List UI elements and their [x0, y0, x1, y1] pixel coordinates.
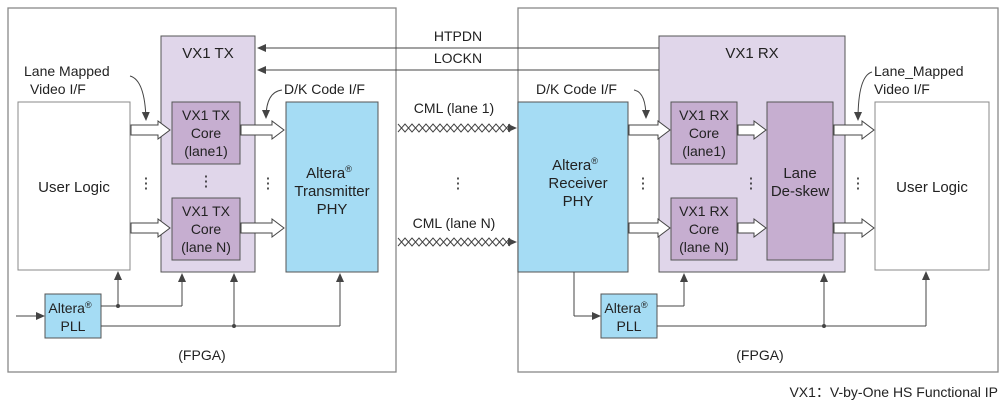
rx-deskew-to-user1-arrow: [833, 120, 875, 140]
lane-deskew-block: [766, 101, 834, 261]
altera-receiver-phy: [517, 101, 629, 273]
right-fpga-label: (FPGA): [736, 347, 783, 363]
cml-laneN-diff-pair: [397, 237, 517, 247]
left-junction-1: [116, 304, 120, 308]
tx-core1-line2: Core: [191, 125, 222, 141]
tx-core1-to-phy-arrow: [240, 120, 285, 140]
tx-core1-line1: VX1 TX: [182, 107, 231, 123]
right-clock-lines: [573, 271, 930, 327]
tx-phy-dots: ⋮: [261, 175, 276, 192]
rx-coreN-line1: VX1 RX: [679, 203, 729, 219]
left-user-logic-block: [17, 101, 131, 271]
footnote: VX1：V-by-One HS Functional IP: [789, 384, 998, 400]
rx-coreN-line3: (lane N): [679, 239, 729, 255]
left-pll-line1: Altera®: [48, 300, 92, 316]
deskew-line2: De-skew: [771, 183, 830, 200]
tx-dk-pointer: [262, 89, 283, 119]
tx-coreN-line3: (lane N): [181, 239, 231, 255]
rx-core1-line2: Core: [689, 125, 720, 141]
vx1-tx-core-laneN: [171, 197, 241, 261]
vx1-rx-core-lane1: [670, 101, 738, 165]
right-lane-mapped-label-1: Lane_Mapped: [874, 63, 964, 79]
rx-core1-line1: VX1 RX: [679, 107, 729, 123]
tx-phy-line3: PHY: [317, 201, 348, 218]
rx-phy-to-coreN-arrow: [628, 218, 671, 238]
rx-phy-line3: PHY: [563, 193, 594, 210]
rx-phy-to-core1-arrow: [628, 120, 671, 140]
left-user-to-coreN-arrow: [130, 218, 171, 238]
rx-phy-line1: Altera®: [552, 156, 598, 174]
rx-phy-dots: ⋮: [636, 175, 651, 192]
left-user-dots: ⋮: [139, 175, 154, 192]
vx1-rx-title: VX1 RX: [725, 45, 778, 62]
altera-transmitter-phy: [285, 101, 379, 273]
left-lane-mapped-label-1: Lane Mapped: [24, 63, 110, 79]
tx-core-dots: ⋮: [199, 173, 214, 190]
right-junction-1: [822, 324, 826, 328]
right-user-logic-label: User Logic: [896, 179, 968, 196]
tx-coreN-line1: VX1 TX: [182, 203, 231, 219]
vx1-rx-core-laneN: [670, 197, 738, 261]
left-lane-mapped-label-2: Video I/F: [30, 81, 86, 97]
tx-phy-line2: Transmitter: [294, 183, 369, 200]
rx-coreN-to-deskew-arrow: [737, 218, 767, 238]
rx-dk-code-label: D/K Code I/F: [536, 81, 617, 97]
right-lane-mapped-label-2: Video I/F: [874, 81, 930, 97]
right-user-logic-block: [874, 101, 990, 271]
right-pll-line1: Altera®: [604, 300, 648, 316]
rx-user-dots: ⋮: [851, 175, 866, 192]
rx-deskew-to-userN-arrow: [833, 218, 875, 238]
left-clock-lines: [101, 271, 344, 327]
left-pll-line2: PLL: [61, 318, 86, 334]
cml-lane1-label: CML (lane 1): [414, 100, 494, 116]
lockn-label: LOCKN: [434, 50, 482, 66]
htpdn-label: HTPDN: [434, 28, 482, 44]
left-fpga-label: (FPGA): [178, 347, 225, 363]
tx-dk-code-label: D/K Code I/F: [284, 81, 365, 97]
rx-coreN-line2: Core: [689, 221, 720, 237]
right-pll-line2: PLL: [617, 318, 642, 334]
rx-phy-line2: Receiver: [548, 175, 607, 192]
left-user-logic-label: User Logic: [38, 179, 110, 196]
vx1-tx-title: VX1 TX: [182, 45, 233, 62]
cml-lane1-diff-pair: [397, 123, 517, 133]
right-lane-mapped-pointer: [854, 71, 873, 121]
left-lane-mapped-pointer: [129, 75, 150, 121]
rx-dk-pointer: [633, 89, 650, 119]
rx-core1-to-deskew-arrow: [737, 120, 767, 140]
right-altera-pll: [600, 293, 658, 339]
vx1-tx-core-lane1: [171, 101, 241, 165]
tx-coreN-line2: Core: [191, 221, 222, 237]
rx-core1-line3: (lane1): [682, 143, 726, 159]
tx-phy-line1: Altera®: [306, 164, 352, 182]
tx-coreN-to-phy-arrow: [240, 218, 285, 238]
rx-core-dots: ⋮: [744, 175, 759, 192]
tx-core1-line3: (lane1): [184, 143, 228, 159]
cml-laneN-label: CML (lane N): [413, 215, 496, 231]
left-altera-pll: [44, 293, 102, 339]
deskew-line1: Lane: [783, 165, 816, 182]
left-junction-2: [232, 324, 236, 328]
cml-dots: ⋮: [451, 175, 466, 192]
left-user-to-core1-arrow: [130, 120, 171, 140]
